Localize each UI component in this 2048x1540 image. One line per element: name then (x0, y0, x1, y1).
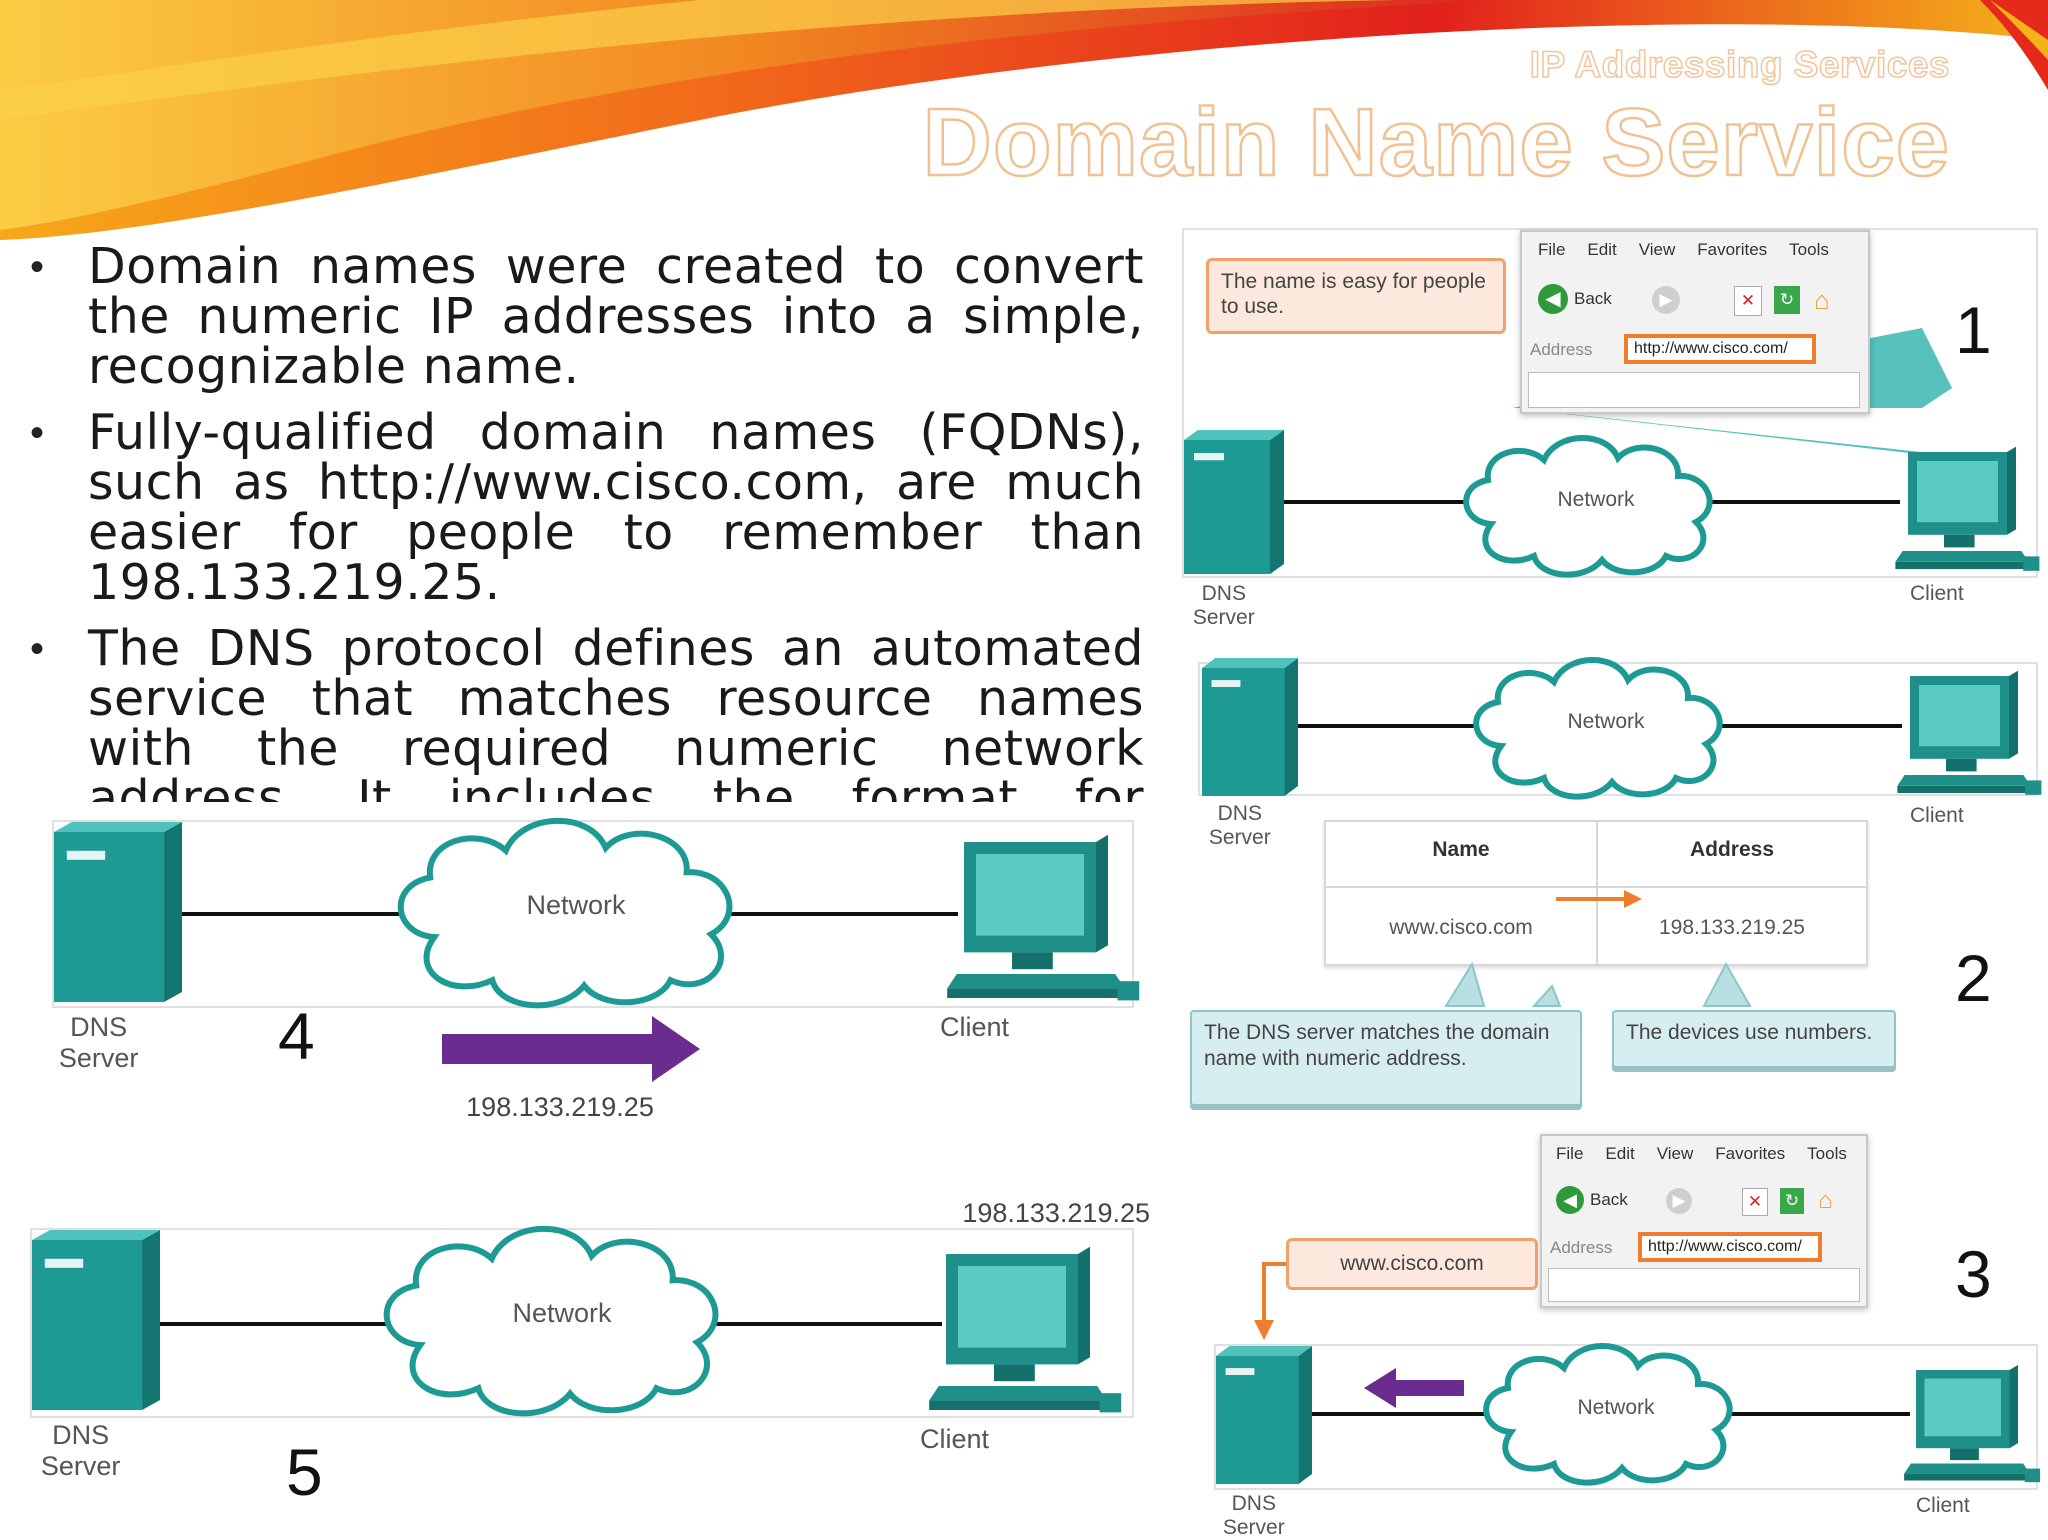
client-label: Client (940, 1012, 1010, 1042)
browser-menu-bar: File Edit View Favorites Tools (1538, 240, 1851, 260)
dns-lookup-table: Name Address www.cisco.com 198.133.219.2… (1324, 820, 1868, 966)
browser-viewport (1528, 372, 1860, 408)
back-button[interactable]: ◀ Back (1538, 284, 1612, 314)
bullet-text: Domain names were created to convert the… (88, 242, 1144, 395)
step3-query-arrow (1254, 1262, 1286, 1340)
bullet-list: • Domain names were created to convert t… (22, 242, 1144, 802)
step-number-2: 2 (1955, 941, 1992, 1015)
refresh-icon[interactable]: ↻ (1774, 286, 1800, 314)
back-label: Back (1574, 289, 1612, 308)
bullet-item: • Fully-qualified domain names (FQDNs), … (22, 408, 1144, 608)
network-label: Network (1557, 488, 1635, 512)
menu-favorites[interactable]: Favorites (1697, 240, 1768, 259)
bullet-text: The DNS protocol defines an automated se… (88, 620, 1144, 803)
dns-server-label: DNS Server (1208, 802, 1271, 850)
bullet-item: • Domain names were created to convert t… (22, 242, 1144, 392)
client-label: Client (920, 1424, 990, 1454)
dns-server-label: DNS Server (58, 1012, 139, 1074)
menu-tools[interactable]: Tools (1789, 240, 1829, 259)
network-label: Network (1567, 710, 1645, 734)
network-label: Network (1577, 1396, 1655, 1420)
menu-view[interactable]: View (1656, 1144, 1694, 1163)
mapping-arrow-icon (1556, 890, 1642, 908)
cell-domain-name: www.cisco.com (1389, 916, 1533, 939)
bullet-dot: • (30, 245, 45, 289)
browser-menu-bar: File Edit View Favorites Tools (1556, 1144, 1869, 1164)
back-label: Back (1590, 1190, 1628, 1209)
dns-server-label: DNS Server (40, 1420, 121, 1482)
address-label: Address (1550, 1238, 1613, 1257)
client-label: Client (1916, 1494, 1970, 1517)
menu-tools[interactable]: Tools (1807, 1144, 1847, 1163)
header-swoosh (0, 0, 2048, 240)
home-icon[interactable]: ⌂ (1814, 285, 1830, 315)
step2-callout-devices: The devices use numbers. (1612, 1010, 1896, 1068)
address-label: Address (1530, 340, 1593, 359)
back-arrow-icon: ◀ (1538, 284, 1568, 314)
bullet-dot: • (30, 627, 45, 671)
network-label: Network (512, 1297, 612, 1328)
column-header-address: Address (1689, 838, 1775, 861)
forward-icon[interactable]: ▶ (1652, 286, 1680, 314)
table-column-divider (1596, 822, 1598, 964)
step1-callout: The name is easy for people to use. (1206, 258, 1506, 334)
refresh-icon[interactable]: ↻ (1780, 1188, 1804, 1214)
section-kicker: IP Addressing Services (1529, 43, 1950, 86)
step-number-1: 1 (1955, 293, 1992, 367)
menu-favorites[interactable]: Favorites (1715, 1144, 1786, 1163)
address-bar[interactable]: http://www.cisco.com/ (1638, 1232, 1822, 1262)
menu-file[interactable]: File (1556, 1144, 1584, 1163)
client-label: Client (1910, 804, 1964, 827)
step-number-5: 5 (286, 1435, 323, 1509)
step4-ip-label: 198.133.219.25 (466, 1092, 654, 1122)
step4-response-arrow-icon (442, 1016, 700, 1082)
bullet-text: Fully-qualified domain names (FQDNs), su… (88, 404, 1144, 611)
client-label: Client (1910, 582, 1964, 605)
step2-callout-server: The DNS server matches the domain name w… (1190, 1010, 1582, 1106)
back-arrow-icon: ◀ (1556, 1186, 1584, 1214)
step5-ip-label: 198.133.219.25 (962, 1198, 1150, 1228)
menu-edit[interactable]: Edit (1587, 240, 1617, 259)
home-icon[interactable]: ⌂ (1818, 1187, 1833, 1214)
step3-response-arrow-icon (1364, 1368, 1464, 1408)
dns-server-label: DNS Server (1192, 582, 1255, 630)
step-number-3: 3 (1955, 1237, 1992, 1311)
dns-server-label: DNS Server (1222, 1492, 1285, 1540)
stop-icon[interactable]: ✕ (1734, 286, 1762, 316)
network-label: Network (526, 889, 626, 920)
bullet-dot: • (30, 411, 45, 455)
address-bar[interactable]: http://www.cisco.com/ (1624, 334, 1816, 364)
step3-domain-callout: www.cisco.com (1286, 1238, 1538, 1290)
menu-file[interactable]: File (1538, 240, 1566, 259)
browser-viewport (1548, 1268, 1860, 1302)
step-number-4: 4 (278, 999, 315, 1073)
back-button[interactable]: ◀ Back (1556, 1186, 1628, 1214)
forward-icon[interactable]: ▶ (1666, 1188, 1692, 1214)
cell-ip-address: 198.133.219.25 (1659, 916, 1805, 939)
column-header-name: Name (1432, 838, 1490, 861)
menu-edit[interactable]: Edit (1605, 1144, 1635, 1163)
bullet-item: • The DNS protocol defines an automated … (22, 620, 1144, 803)
menu-view[interactable]: View (1638, 240, 1676, 259)
stop-icon[interactable]: ✕ (1742, 1188, 1768, 1216)
step2-callout-pointers (1444, 962, 1752, 1007)
slide-title: Domain Name Service (921, 88, 1950, 198)
